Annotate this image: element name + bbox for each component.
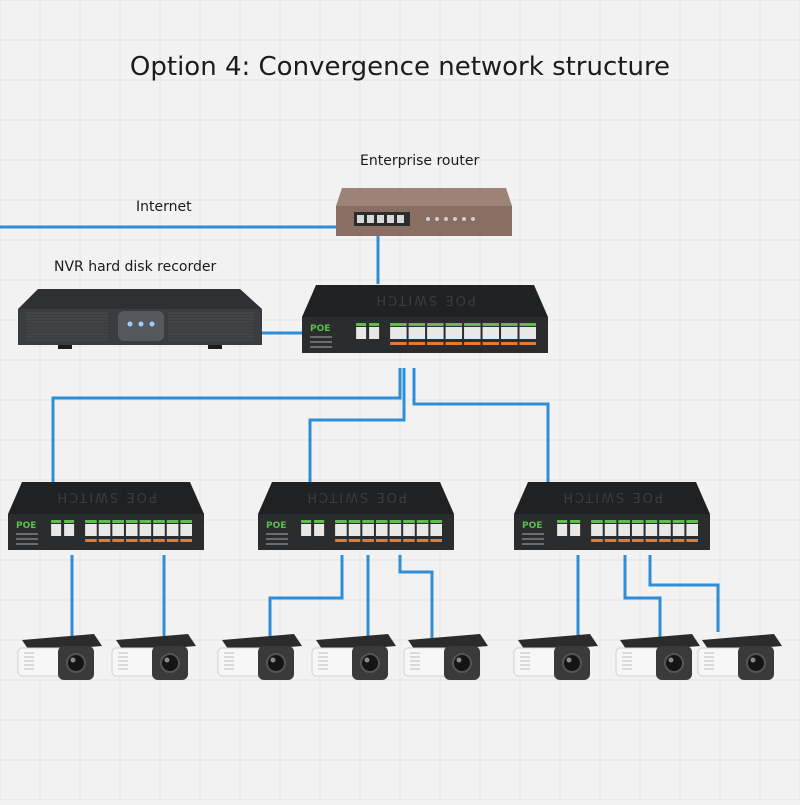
poe-port bbox=[464, 327, 481, 339]
core-to-switch-right-cable bbox=[412, 368, 550, 482]
poe-port bbox=[139, 524, 152, 536]
poe-port bbox=[604, 524, 617, 536]
poe-port bbox=[645, 524, 658, 536]
poe-port bbox=[659, 524, 671, 536]
poe-port bbox=[389, 524, 402, 536]
uplink-port bbox=[557, 524, 568, 536]
ip-camera-1 bbox=[17, 634, 102, 680]
ip-camera-7 bbox=[615, 634, 700, 680]
poe-port bbox=[362, 524, 374, 536]
poe-port bbox=[501, 327, 518, 339]
enterprise-router bbox=[336, 188, 512, 236]
poe-port bbox=[348, 524, 361, 536]
poe-port bbox=[390, 327, 407, 339]
poe-port bbox=[125, 524, 138, 536]
uplink-port bbox=[51, 524, 62, 536]
core-poe-switch: POE SWITCH POE bbox=[302, 285, 548, 353]
cam5-cable bbox=[398, 555, 434, 638]
poe-port bbox=[430, 524, 442, 536]
ip-camera-5 bbox=[403, 634, 488, 680]
uplink-port bbox=[570, 524, 581, 536]
ip-camera-4 bbox=[311, 634, 396, 680]
poe-port bbox=[445, 327, 463, 339]
poe-port bbox=[112, 524, 124, 536]
core-to-switch-left-cable bbox=[51, 368, 402, 482]
switch-panel-label: POE SWITCH bbox=[305, 489, 406, 504]
switch-poe-badge: POE bbox=[522, 521, 542, 531]
uplink-port bbox=[369, 327, 380, 339]
ip-camera-6 bbox=[513, 634, 598, 680]
switch-top bbox=[8, 482, 204, 514]
poe-port bbox=[153, 524, 165, 536]
switch-panel-label: POE SWITCH bbox=[374, 292, 475, 307]
poe-port bbox=[631, 524, 644, 536]
camera-lens bbox=[746, 653, 766, 673]
poe-port bbox=[686, 524, 698, 536]
poe-switch-left: POE SWITCH POE bbox=[8, 482, 204, 550]
ip-camera-8 bbox=[697, 634, 782, 680]
switch-top bbox=[302, 285, 548, 317]
poe-port bbox=[591, 524, 603, 536]
poe-port bbox=[408, 327, 426, 339]
diagram-title: Option 4: Convergence network structure bbox=[129, 52, 671, 82]
poe-port bbox=[519, 327, 536, 339]
camera-lens bbox=[452, 653, 472, 673]
poe-port bbox=[403, 524, 415, 536]
poe-port bbox=[85, 524, 97, 536]
poe-port bbox=[427, 327, 444, 339]
poe-port bbox=[166, 524, 179, 536]
camera-lens bbox=[160, 653, 180, 673]
poe-port bbox=[618, 524, 630, 536]
poe-switch-right: POE SWITCH POE bbox=[514, 482, 710, 550]
switch-poe-badge: POE bbox=[310, 324, 330, 334]
camera-lens bbox=[66, 653, 86, 673]
ip-camera-3 bbox=[217, 634, 302, 680]
poe-port bbox=[180, 524, 192, 536]
camera-lens bbox=[664, 653, 684, 673]
poe-switch-middle: POE SWITCH POE bbox=[258, 482, 454, 550]
cables bbox=[0, 225, 720, 638]
uplink-port bbox=[301, 524, 312, 536]
uplink-port bbox=[64, 524, 75, 536]
core-to-switch-middle-cable bbox=[308, 368, 406, 482]
poe-port bbox=[482, 327, 500, 339]
camera-lens bbox=[266, 653, 286, 673]
switch-top bbox=[258, 482, 454, 514]
cam7-cable bbox=[623, 555, 662, 638]
switch-panel-label: POE SWITCH bbox=[55, 489, 156, 504]
cam3-cable bbox=[268, 555, 344, 638]
router-label: Enterprise router bbox=[360, 153, 480, 169]
uplink-port bbox=[356, 327, 367, 339]
poe-port bbox=[335, 524, 347, 536]
camera-lens bbox=[360, 653, 380, 673]
switch-poe-badge: POE bbox=[16, 521, 36, 531]
camera-lens bbox=[562, 653, 582, 673]
poe-port bbox=[375, 524, 388, 536]
poe-port bbox=[416, 524, 429, 536]
uplink-port bbox=[314, 524, 325, 536]
internet-label: Internet bbox=[136, 199, 192, 215]
switch-panel-label: POE SWITCH bbox=[561, 489, 662, 504]
switch-top bbox=[514, 482, 710, 514]
poe-port bbox=[98, 524, 111, 536]
switch-poe-badge: POE bbox=[266, 521, 286, 531]
nvr-label: NVR hard disk recorder bbox=[54, 259, 217, 275]
poe-port bbox=[672, 524, 685, 536]
ip-camera-2 bbox=[111, 634, 196, 680]
cam8-cable bbox=[648, 555, 720, 632]
nvr-recorder bbox=[18, 289, 262, 349]
